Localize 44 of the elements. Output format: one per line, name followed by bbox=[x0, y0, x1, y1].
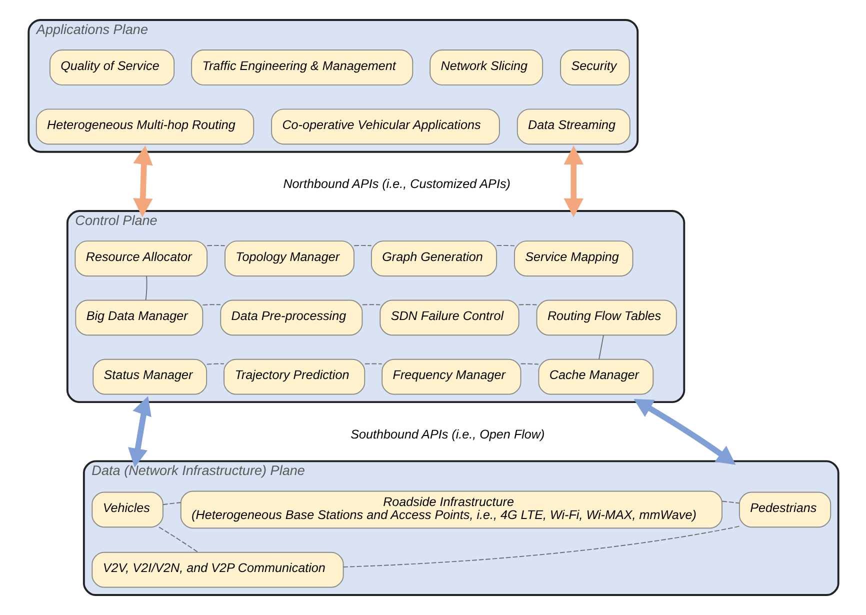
node-box: Cache Manager bbox=[538, 358, 654, 395]
connector bbox=[361, 304, 380, 306]
label: Northbound APIs (i.e., Customized APIs) bbox=[282, 177, 510, 192]
node-box: Status Manager bbox=[92, 358, 207, 395]
connector bbox=[496, 244, 514, 246]
connector bbox=[206, 244, 225, 246]
connector bbox=[520, 363, 538, 365]
node-box: Data Pre-processing bbox=[220, 300, 362, 336]
connector bbox=[721, 500, 740, 504]
node-box: Co-operative Vehicular Applications bbox=[270, 108, 500, 145]
node-box: Big Data Manager bbox=[74, 300, 203, 336]
node-box: Frequency Manager bbox=[381, 358, 521, 395]
connector bbox=[202, 304, 220, 306]
node-box: Quality of Service bbox=[48, 50, 174, 86]
connector bbox=[158, 526, 198, 553]
node-box: SDN Failure Control bbox=[379, 300, 519, 336]
connector bbox=[353, 244, 372, 246]
node-box: Data Streaming bbox=[516, 108, 630, 145]
node-box: Vehicles bbox=[91, 492, 163, 528]
node-box: Network Slicing bbox=[429, 50, 543, 86]
node-box: Heterogeneous Multi-hop Routing bbox=[35, 108, 254, 145]
arrow bbox=[128, 396, 151, 468]
node-box: Routing Flow Tables bbox=[536, 300, 676, 336]
arrow bbox=[633, 398, 736, 465]
connector bbox=[162, 502, 181, 506]
connector bbox=[206, 363, 224, 365]
label: Southbound APIs (i.e., Open Flow) bbox=[350, 427, 544, 442]
node-box: Roadside Infrastructure (Heterogeneous Base Stations and Access Points, i.e., 4G LTE, Wi-Fi, Wi-MAX, mmWave) bbox=[180, 490, 722, 529]
node-box: Security bbox=[560, 50, 630, 86]
connector bbox=[598, 334, 604, 360]
node-box: Topology Manager bbox=[224, 240, 354, 276]
connector bbox=[364, 363, 382, 364]
node-box: Resource Allocator bbox=[74, 240, 208, 276]
node-box: Trajectory Prediction bbox=[223, 358, 365, 395]
connector bbox=[342, 526, 740, 568]
node-box: Graph Generation bbox=[370, 240, 497, 276]
node-box: V2V, V2I/V2N, and V2P Communication bbox=[91, 552, 344, 588]
arrow bbox=[563, 146, 584, 218]
node-box: Traffic Engineering & Management bbox=[190, 50, 413, 86]
connector bbox=[144, 276, 147, 300]
connector bbox=[518, 304, 537, 306]
arrow bbox=[132, 146, 152, 218]
node-box: Service Mapping bbox=[514, 240, 633, 276]
node-box: Pedestrians bbox=[738, 492, 831, 528]
